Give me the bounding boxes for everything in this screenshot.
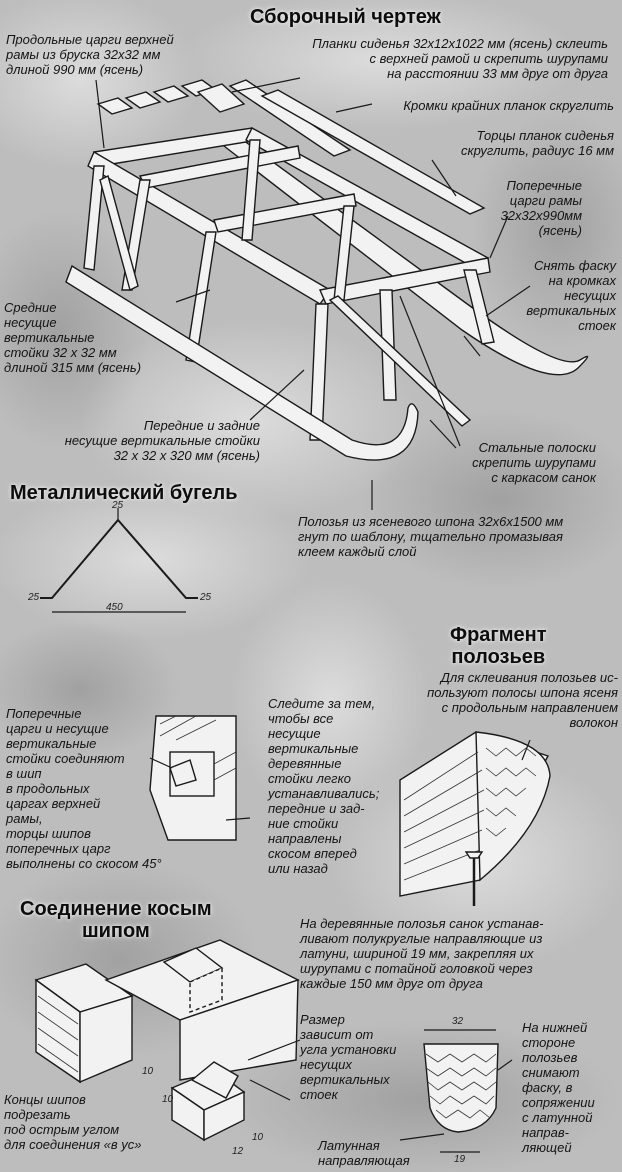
heading-fragment: Фрагмент полозьев [450, 624, 547, 668]
label-tenon-ends: Концы шипов подрезать под острым углом д… [4, 1092, 142, 1152]
label-tenon-info: Поперечные царги и несущие вертикальные … [6, 706, 162, 871]
label-ends-round: Торцы планок сиденья скруглить, радиус 1… [460, 128, 614, 158]
label-front-back-posts: Передние и задние несущие вертикальные с… [64, 418, 260, 463]
dim-bracket-left: 25 [28, 592, 40, 603]
heading-joint: Соединение косым шипом [20, 898, 212, 942]
label-brass-guide: Латунная направляющая [318, 1138, 410, 1168]
sled-drawing [65, 79, 589, 461]
dim-joint-a: 10 [142, 1066, 154, 1077]
seat-slats [96, 79, 486, 215]
dim-section-bottom: 19 [454, 1154, 466, 1165]
label-posts-note: Следите за тем, чтобы все несущие вертик… [268, 696, 380, 876]
dim-section-top: 32 [452, 1016, 464, 1027]
heading-assembly: Сборочный чертеж [250, 6, 441, 28]
dim-bracket-right: 25 [200, 592, 212, 603]
dim-joint-b: 10 [162, 1094, 174, 1105]
label-veneer: Для склеивания полозьев ис- пользуют пол… [427, 670, 618, 730]
leader-lines [95, 77, 531, 510]
label-size-depends: Размер зависит от угла установки несущих… [300, 1012, 397, 1102]
label-brass-guides: На деревянные полозья санок устанав- лив… [300, 916, 544, 991]
runner-fragment [399, 731, 551, 906]
heading-bracket: Металлический бугель [10, 482, 238, 504]
label-bottom-chamfer: На нижней стороне полозьев снимают фаску… [522, 1020, 595, 1155]
label-runners: Полозья из ясеневого шпона 32x6x1500 мм … [298, 514, 564, 559]
bracket-drawing [40, 508, 198, 613]
runner-section [399, 1029, 513, 1153]
miter-joint [34, 939, 301, 1142]
label-edges-round: Кромки крайних планок скруглить [403, 98, 614, 113]
dim-bracket-top: 25 [112, 500, 124, 511]
label-steel-strips: Стальные полоски скрепить шурупами с кар… [472, 440, 596, 485]
dim-bracket-width: 450 [106, 602, 123, 613]
dim-joint-c: 12 [232, 1146, 244, 1157]
tenon-detail [149, 715, 251, 841]
label-seat-slats: Планки сиденья 32x12x1022 мм (ясень) скл… [312, 36, 608, 81]
label-middle-posts: Средние несущие вертикальные стойки 32 x… [4, 300, 142, 375]
label-cross-rails: Поперечные царги рамы 32x32x990мм (ясень… [500, 178, 582, 238]
label-long-rails: Продольные царги верхней рамы из бруска … [6, 32, 174, 77]
dim-joint-d: 10 [252, 1132, 264, 1143]
label-chamfer: Снять фаску на кромках несущих вертикаль… [526, 258, 616, 333]
